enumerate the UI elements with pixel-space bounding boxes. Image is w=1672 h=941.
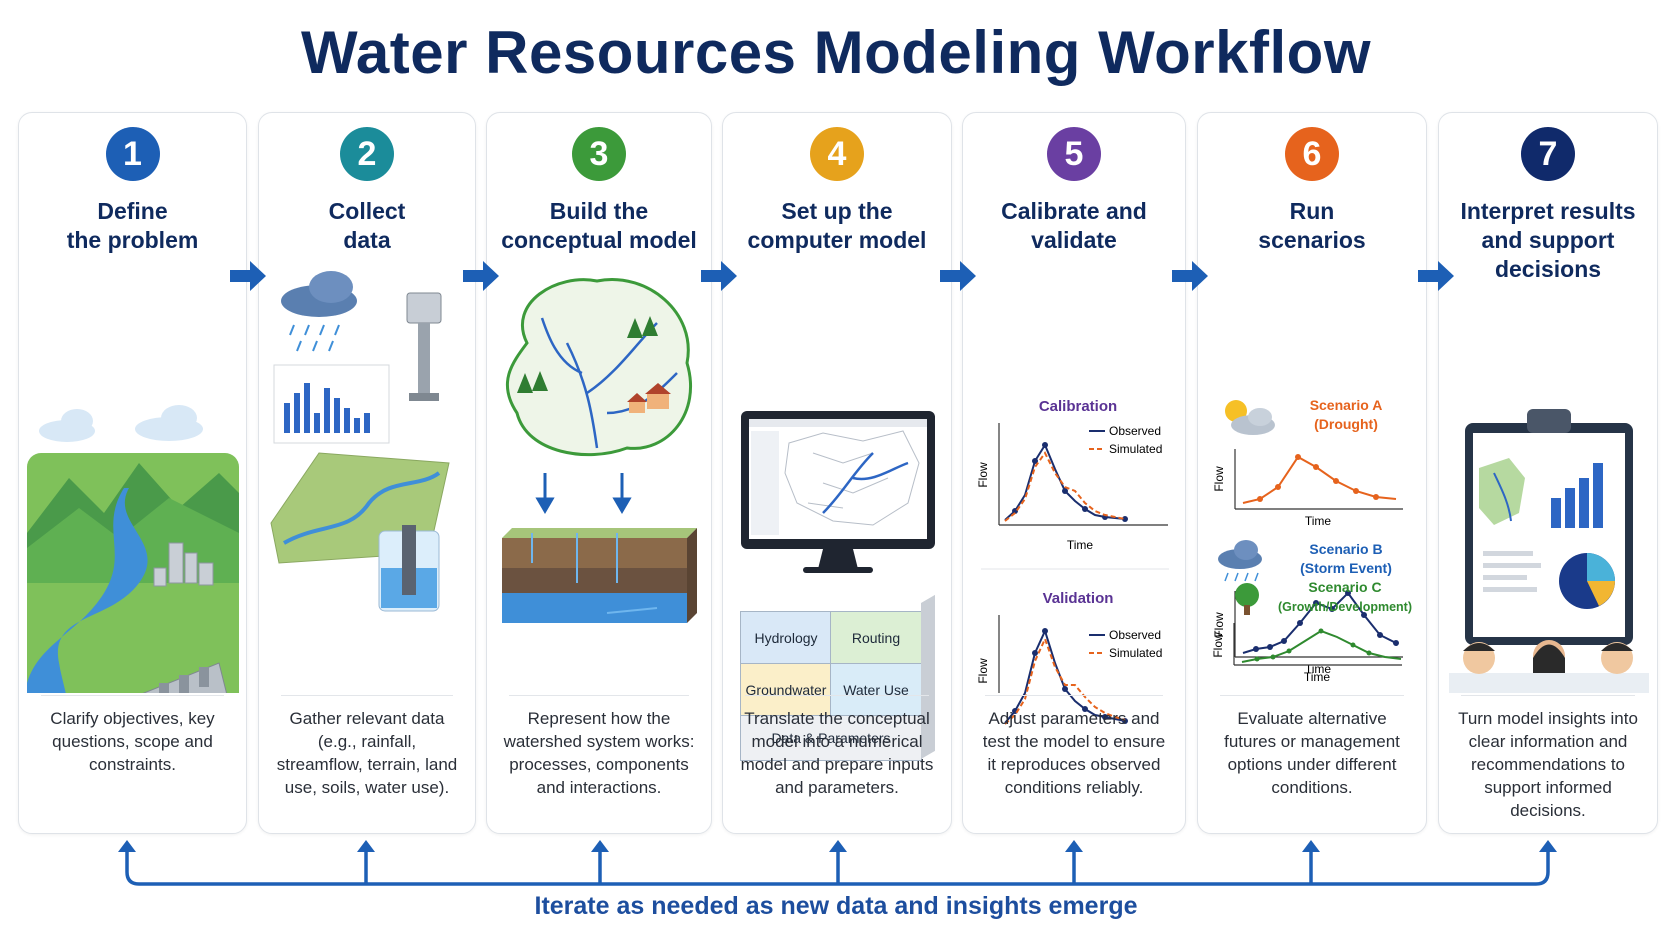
calibration-title: Calibration [1039,398,1117,415]
groundwater-block: Groundwater [740,663,832,717]
step-number-badge-2: 2 [340,127,394,181]
calibration-observed-line [1004,442,1126,521]
dam-structure [142,662,228,693]
validation-title: Validation [1043,590,1114,607]
iteration-feedback-loop [118,840,1557,886]
scenario-b-y-axis-label: Flow [1212,612,1226,638]
data-collection-illustration [270,271,450,612]
landscape-illustration [27,405,239,693]
step-description-1: Clarify objectives, key questions, scope… [50,709,215,774]
step-number-badge-7: 7 [1521,127,1575,181]
arrow-right-icon [940,261,976,291]
sun-cloud-icon [1225,400,1275,435]
calibration-y-axis-label: Flow [976,462,990,488]
arrow-right-icon [1418,261,1454,291]
scenario-c-x-axis-label: Time [1304,670,1331,684]
step-description-3: Represent how the watershed system works… [503,709,695,797]
arrow-right-icon [463,261,499,291]
calibration-legend-observed: Observed [1109,424,1161,438]
arrow-right-icon [701,261,737,291]
calibration-simulated-line [1004,451,1126,522]
river-shape [27,488,148,693]
validation-y-axis-label: Flow [976,658,990,684]
validation-legend-observed: Observed [1109,628,1161,642]
step-description-6: Evaluate alternative futures or manageme… [1224,709,1400,797]
calibration-validation-charts: Calibration Flow Time Observed Simulated… [976,398,1169,693]
scenario-c-sub: (Growth/Development) [1278,600,1412,614]
report-and-meeting-illustration [1449,409,1649,693]
soil-cross-section [502,528,697,623]
page-title: Water Resources Modeling Workflow [301,19,1371,86]
conceptual-model-illustration [502,278,697,623]
down-arrow-icon [535,473,632,514]
step-number-badge-5: 5 [1047,127,1101,181]
calibration-x-axis-label: Time [1067,538,1094,552]
scenario-c-line [1241,629,1402,663]
calibration-legend-simulated: Simulated [1109,442,1162,456]
monitor-icon [741,411,935,573]
scenario-c-chart-overlay: Scenario C (Growth/Development) Flow Tim… [1211,579,1412,684]
scenario-a-y-axis-label: Flow [1212,466,1226,492]
scenario-c-name: Scenario C [1308,579,1381,595]
watershed-shape [506,278,693,457]
scenario-a-name: Scenario A [1310,397,1383,413]
step-number-badge-6: 6 [1285,127,1339,181]
routing-block: Routing [830,611,922,665]
model-component-blocks: Hydrology Routing Groundwater Water Use … [740,594,936,771]
step-description-7: Turn model insights into clear informati… [1458,709,1638,820]
people-meeting-icon [1449,640,1649,693]
step-number-badge-1: 1 [105,127,160,181]
step-number-badge-4: 4 [810,127,864,181]
bar-chart-icon [273,364,390,444]
arrow-right-icon [230,261,266,291]
hydrology-block: Hydrology [740,611,832,665]
scenario-c-y-axis-label: Flow [1211,632,1225,658]
water-sample-icon [378,525,440,612]
step-description-2: Gather relevant data (e.g., rainfall, st… [276,709,458,797]
city-buildings [153,542,214,587]
scenario-b-name: Scenario B [1309,541,1382,557]
clipboard-report-icon [1465,409,1633,645]
validation-chart-lines: Observed Simulated [1004,628,1162,725]
step-description-4: Translate the conceptual model into a nu… [740,709,934,797]
storm-cloud-icon [1218,540,1262,582]
scenario-a-line [1242,455,1397,504]
scenario-a-x-axis-label: Time [1305,514,1332,528]
validation-simulated-line [1004,636,1126,725]
iteration-caption: Iterate as needed as new data and insigh… [534,892,1138,920]
step-description-5: Adjust parameters and test the model to … [982,709,1166,797]
rain-cloud-icon [281,271,357,352]
tree-icon [517,316,658,393]
scenario-a-sub: (Drought) [1314,416,1378,432]
step-number-badge-3: 3 [572,127,626,181]
computer-model-illustration [741,411,935,573]
validation-legend-simulated: Simulated [1109,646,1162,660]
tree-icon [1235,583,1259,615]
house-icon [627,383,671,413]
cloud-icon [39,405,203,442]
rain-gauge-icon [406,292,442,401]
scenario-b-sub: (Storm Event) [1300,560,1392,576]
data-parameters-block: Data & Parameters [740,715,922,761]
up-arrow-icon [118,840,1557,852]
arrow-right-icon [1172,261,1208,291]
